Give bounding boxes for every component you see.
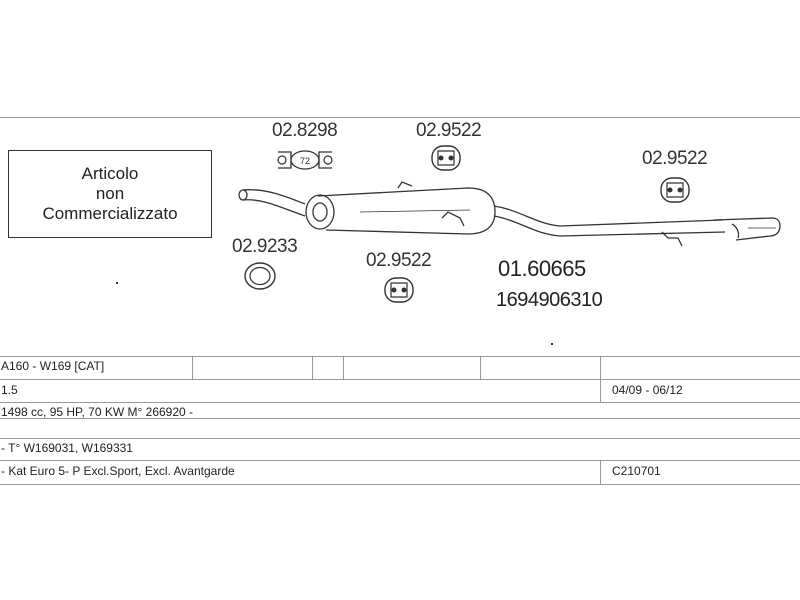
catalog-code: C210701 [612, 464, 661, 478]
table-border [0, 460, 800, 461]
table-divider [600, 460, 601, 484]
table-divider [480, 356, 481, 379]
gasket-part-number[interactable]: 02.9233 [232, 236, 298, 257]
vehicle-types: - T° W169031, W169331 [1, 441, 133, 455]
vehicle-model: A160 - W169 [CAT] [1, 359, 105, 373]
table-divider [600, 356, 601, 379]
notice-line-1: Articolo [81, 164, 139, 183]
hanger-top-part-number[interactable]: 02.9522 [416, 120, 482, 141]
rear-muffler-icon[interactable] [238, 181, 781, 247]
clamp-badge: 72 [300, 156, 310, 166]
production-period: 04/09 - 06/12 [612, 383, 683, 397]
rubber-hanger-icon[interactable] [431, 145, 461, 171]
gasket-ring-icon[interactable] [244, 262, 276, 290]
exhaust-clamp-icon[interactable]: 72 [277, 150, 333, 170]
fitment-notes: - Kat Euro 5- P Excl.Sport, Excl. Avantg… [1, 464, 235, 478]
table-border [0, 418, 800, 419]
rubber-hanger-icon[interactable] [384, 277, 414, 303]
marker-dot [116, 282, 118, 284]
hanger-bottom-part-number[interactable]: 02.9522 [366, 250, 432, 271]
engine-size: 1.5 [1, 383, 18, 397]
frame-top-line [0, 117, 800, 118]
table-divider [343, 356, 344, 379]
table-border [0, 356, 800, 357]
hanger-right-part-number[interactable]: 02.9522 [642, 148, 708, 169]
oem-part-number: 1694906310 [496, 289, 603, 311]
engine-specs: 1498 cc, 95 HP, 70 KW M° 266920 - [1, 405, 194, 419]
table-divider [312, 356, 313, 379]
table-border [0, 379, 800, 380]
clamp-part-number[interactable]: 02.8298 [272, 120, 338, 141]
not-available-notice: Articolo non Commercializzato [8, 150, 212, 238]
table-divider [600, 379, 601, 402]
table-border [0, 438, 800, 439]
table-divider [192, 356, 193, 379]
notice-line-2: non [95, 184, 125, 203]
notice-line-3: Commercializzato [42, 204, 178, 223]
table-border [0, 484, 800, 485]
table-border [0, 402, 800, 403]
rubber-hanger-icon[interactable] [660, 177, 690, 203]
marker-dot [551, 343, 553, 345]
main-part-number[interactable]: 01.60665 [498, 256, 586, 281]
